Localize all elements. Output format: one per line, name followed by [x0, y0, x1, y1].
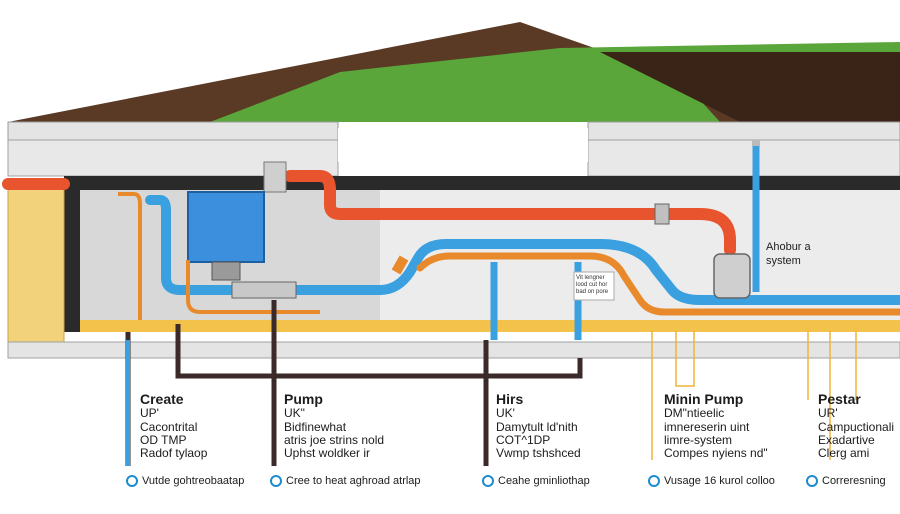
- top-slab-left: [7, 121, 339, 141]
- column-line: Vwmp tshshced: [496, 445, 581, 460]
- footer-create: Vutde gohtreobaatap: [126, 473, 244, 489]
- dark-soil-right: [600, 52, 900, 122]
- column-title: Minin Pump: [664, 391, 744, 407]
- opening: [338, 128, 588, 162]
- column-line: COT^1DP: [496, 432, 551, 447]
- circle-icon: [806, 475, 818, 487]
- column-line: Clerg ami: [818, 445, 870, 460]
- column-stands: [651, 330, 857, 460]
- riser-cap: [752, 140, 760, 146]
- circle-icon: [126, 475, 138, 487]
- column-create: Create UP' Cacontrital OD TMP Radof tyla…: [140, 391, 208, 460]
- column-line: UK": [284, 406, 305, 421]
- slab-body-right: [587, 139, 900, 177]
- footer-pump: Cree to heat aghroad atrlap: [270, 473, 421, 489]
- cold-pipe: [145, 195, 900, 305]
- footer-text: Cree to heat aghroad atrlap: [286, 475, 421, 487]
- wood-wall: [7, 183, 65, 343]
- column-line: Radof tylaop: [140, 445, 208, 460]
- column-pump: Pump UK" Bidfinewhat atris joe strins no…: [284, 391, 385, 460]
- cold-fitting: [231, 281, 297, 299]
- column-title: Pump: [284, 391, 323, 407]
- small-sign: [573, 271, 615, 301]
- drain-connector: [391, 255, 409, 275]
- footer-text: Ceahe gminliothap: [498, 475, 590, 487]
- circle-icon: [482, 475, 494, 487]
- circle-icon: [648, 475, 660, 487]
- drain-pump: [713, 253, 751, 299]
- circle-icon: [270, 475, 282, 487]
- grass-lawn: [210, 42, 900, 122]
- water-tank: [187, 191, 265, 263]
- footer-pestar: Correresning: [806, 473, 886, 489]
- column-line: Compes nyiens nd": [664, 445, 768, 460]
- small-sign-line: Vit lengner: [576, 275, 605, 281]
- tank-base: [211, 261, 241, 281]
- drain-pipe: [118, 192, 320, 320]
- floor-strip: [80, 320, 900, 332]
- column-hirs: Hirs UK' Damytult ld'nith COT^1DP Vwmp t…: [496, 391, 581, 460]
- system-note: Ahobur a system: [766, 241, 811, 268]
- column-line: UK': [496, 406, 515, 421]
- footer-text: Vutde gohtreobaatap: [142, 475, 245, 487]
- column-line: limre-system: [664, 432, 732, 447]
- small-sign-line: lood cut hor: [576, 281, 608, 288]
- column-pestar: Pestar UR' Campuctionali Exadartive Cler…: [818, 391, 895, 460]
- hot-pipe: [2, 170, 736, 256]
- footer-text: Correresning: [822, 475, 886, 487]
- hot-pipe-fitting: [654, 203, 670, 225]
- top-slab-right: [587, 121, 900, 141]
- column-line: OD TMP: [140, 432, 187, 447]
- column-line: DM"ntieelic: [664, 406, 725, 421]
- column-title: Pestar: [818, 391, 861, 407]
- column-line: imnereserin uint: [664, 419, 750, 434]
- floor-slab: [7, 341, 900, 359]
- column-title: Create: [140, 391, 184, 407]
- column-line: Cacontrital: [140, 419, 198, 434]
- column-line: UR': [818, 406, 838, 421]
- column-minin-pump: Minin Pump DM"ntieelic imnereserin uint …: [664, 391, 768, 460]
- footer-hirs: Ceahe gminliothap: [482, 473, 590, 489]
- vent-grille: [263, 161, 287, 193]
- column-line: Exadartive: [818, 432, 875, 447]
- small-sign-line: bad on pore: [576, 288, 609, 295]
- footer-text: Vusage 16 kurol colloo: [664, 475, 775, 487]
- column-line: Damytult ld'nith: [496, 419, 578, 434]
- column-title: Hirs: [496, 391, 524, 407]
- column-line: Bidfinewhat: [284, 419, 347, 434]
- small-sign-text: Vit lengner lood cut hor bad on pore: [576, 275, 608, 296]
- footer-minin-pump: Vusage 16 kurol colloo: [648, 473, 775, 489]
- column-line: Campuctionali: [818, 419, 895, 434]
- cold-pipe-upper: [416, 252, 900, 316]
- column-line: atris joe strins nold: [284, 432, 385, 447]
- column-line: UP': [140, 406, 159, 421]
- column-line: Uphst woldker ir: [284, 445, 371, 460]
